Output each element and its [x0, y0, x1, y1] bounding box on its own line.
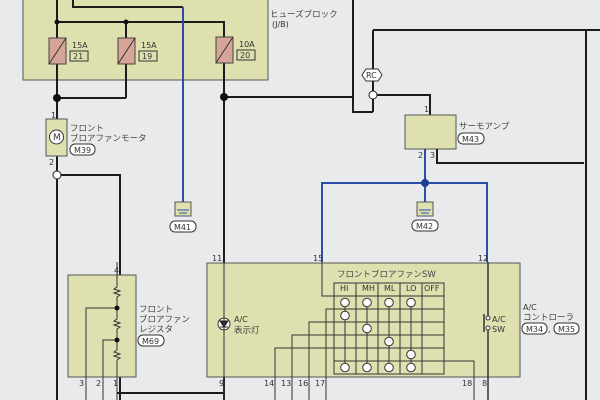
svg-text:2: 2: [96, 379, 101, 388]
svg-text:15A: 15A: [72, 41, 88, 50]
svg-text:M43: M43: [462, 135, 479, 144]
svg-text:11: 11: [212, 254, 222, 263]
svg-text:LO: LO: [406, 284, 416, 293]
svg-text:HI: HI: [340, 284, 348, 293]
switch-contact: [362, 323, 372, 334]
blower-motor: M 1 2 フロント ブロアファンモータ M39: [45, 111, 147, 167]
svg-text:レジスタ: レジスタ: [139, 325, 173, 335]
svg-text:16: 16: [298, 379, 308, 388]
fuse-block-label: ヒューズブロック: [270, 9, 338, 20]
svg-text:A/C: A/C: [523, 303, 537, 312]
svg-text:表示灯: 表示灯: [234, 325, 260, 336]
svg-text:フロント: フロント: [139, 305, 173, 315]
fan-switch: フロントブロアファンSW HI MH ML LO OFF: [333, 269, 445, 375]
fuse-block-sub: (J/B): [272, 20, 289, 29]
wire: [373, 94, 431, 115]
fuse-21: 15A 21: [48, 37, 89, 65]
svg-text:M35: M35: [558, 325, 575, 334]
wire: [436, 149, 584, 164]
switch-contact: [384, 362, 394, 373]
svg-text:RC: RC: [366, 71, 377, 80]
svg-text:SW: SW: [492, 325, 505, 334]
svg-text:2: 2: [418, 151, 423, 160]
svg-text:OFF: OFF: [424, 284, 440, 293]
junction: [220, 93, 228, 101]
svg-text:サーモアンプ: サーモアンプ: [459, 122, 510, 132]
svg-text:,: ,: [548, 325, 551, 334]
svg-text:19: 19: [142, 52, 152, 61]
switch-contact: [340, 310, 350, 321]
svg-text:A/C: A/C: [234, 315, 248, 324]
junction: [53, 94, 61, 102]
svg-text:1: 1: [51, 111, 56, 120]
svg-text:A/C: A/C: [492, 315, 506, 324]
wires-main: [223, 0, 600, 400]
svg-text:20: 20: [240, 51, 250, 60]
switch-contact: [362, 297, 372, 308]
thermo-amp: 1 2 3 サーモアンプ M43: [404, 105, 510, 160]
svg-text:1: 1: [424, 105, 429, 114]
svg-text:18: 18: [462, 379, 472, 388]
svg-text:17: 17: [315, 379, 325, 388]
ground-m41: M41: [169, 201, 197, 233]
switch-contact: [384, 297, 394, 308]
switch-contact: [406, 297, 416, 308]
svg-text:8: 8: [482, 379, 487, 388]
svg-text:フロントブロアファンSW: フロントブロアファンSW: [337, 269, 436, 280]
svg-text:21: 21: [73, 52, 83, 61]
switch-contact: [340, 362, 350, 373]
switch-contact: [384, 336, 394, 347]
ground-m42: M42: [411, 201, 439, 232]
switch-contact: [362, 362, 372, 373]
svg-text:2: 2: [49, 158, 54, 167]
svg-text:M34: M34: [526, 325, 543, 334]
switch-contact: [406, 362, 416, 373]
switch-contact: [406, 349, 416, 360]
svg-text:MH: MH: [362, 284, 375, 293]
svg-text:ML: ML: [384, 284, 396, 293]
connector: [52, 170, 62, 180]
switch-wires: [223, 262, 475, 400]
svg-text:13: 13: [281, 379, 291, 388]
blower-resistor: 4 3 2 1 フロント ブロアファン レジスタ M69: [67, 262, 190, 400]
svg-text:コントローラ: コントローラ: [523, 313, 574, 323]
fuse-19: 15A 19: [117, 37, 158, 65]
svg-text:フロント: フロント: [70, 124, 104, 134]
svg-text:4: 4: [114, 266, 119, 275]
blue-wire: [321, 149, 488, 262]
switch-contact: [340, 297, 350, 308]
svg-text:ブロアファン: ブロアファン: [139, 314, 190, 325]
svg-text:15A: 15A: [141, 41, 157, 50]
svg-text:1: 1: [113, 379, 118, 388]
svg-text:M69: M69: [142, 337, 159, 346]
svg-text:12: 12: [478, 254, 488, 263]
svg-text:15: 15: [313, 254, 323, 263]
svg-text:3: 3: [79, 379, 84, 388]
rc-connector: RC: [361, 68, 383, 82]
fuse-20: 10A 20: [215, 36, 256, 64]
svg-text:3: 3: [430, 151, 435, 160]
svg-text:14: 14: [264, 379, 274, 388]
svg-text:ブロアファンモータ: ブロアファンモータ: [70, 133, 147, 144]
svg-text:M42: M42: [416, 222, 433, 231]
svg-text:10A: 10A: [239, 40, 255, 49]
svg-text:M39: M39: [74, 146, 91, 155]
svg-text:9: 9: [219, 379, 224, 388]
svg-text:M41: M41: [174, 223, 191, 232]
svg-text:M: M: [53, 133, 61, 143]
